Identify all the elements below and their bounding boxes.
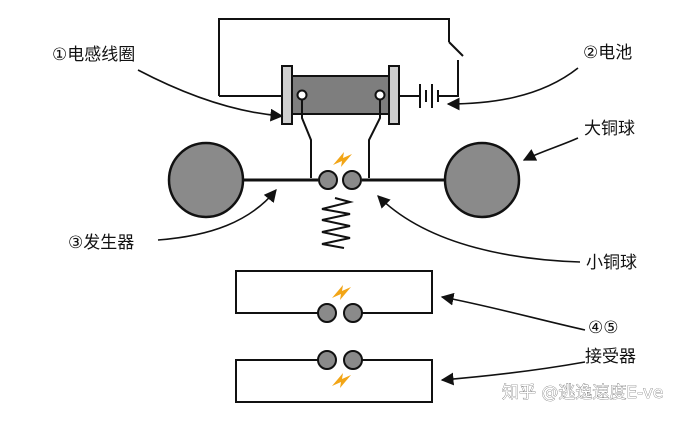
receiver-label: 接受器 bbox=[585, 347, 636, 367]
small-ball-left bbox=[318, 170, 338, 190]
spark-icon bbox=[332, 373, 351, 388]
wave-icon bbox=[321, 197, 354, 249]
circuit-wire-right bbox=[447, 60, 459, 97]
generator bbox=[167, 141, 521, 249]
coil-label: ①电感线圈 bbox=[52, 45, 135, 65]
spark-icon bbox=[332, 285, 351, 300]
generator-label: ③发生器 bbox=[68, 233, 134, 253]
callout-arrows bbox=[137, 67, 586, 386]
battery-circuit bbox=[218, 18, 464, 108]
big-ball-label: 大铜球 bbox=[584, 119, 635, 139]
watermark: 知乎 @逃逸速度E-ve bbox=[502, 383, 663, 403]
small-ball-label: 小铜球 bbox=[586, 253, 637, 273]
circuit-wire bbox=[218, 18, 450, 96]
battery-label: ②电池 bbox=[583, 43, 632, 63]
spark-icon bbox=[333, 152, 352, 167]
receiver-2 bbox=[235, 350, 433, 403]
battery-icon bbox=[404, 84, 447, 108]
small-ball-right bbox=[342, 170, 362, 190]
receiver-1 bbox=[235, 270, 433, 323]
receiver-number-label: ④⑤ bbox=[588, 318, 618, 338]
induction-coil bbox=[281, 65, 404, 178]
big-ball-left bbox=[167, 141, 245, 219]
switch-icon bbox=[448, 41, 464, 57]
big-ball-right bbox=[443, 141, 521, 219]
